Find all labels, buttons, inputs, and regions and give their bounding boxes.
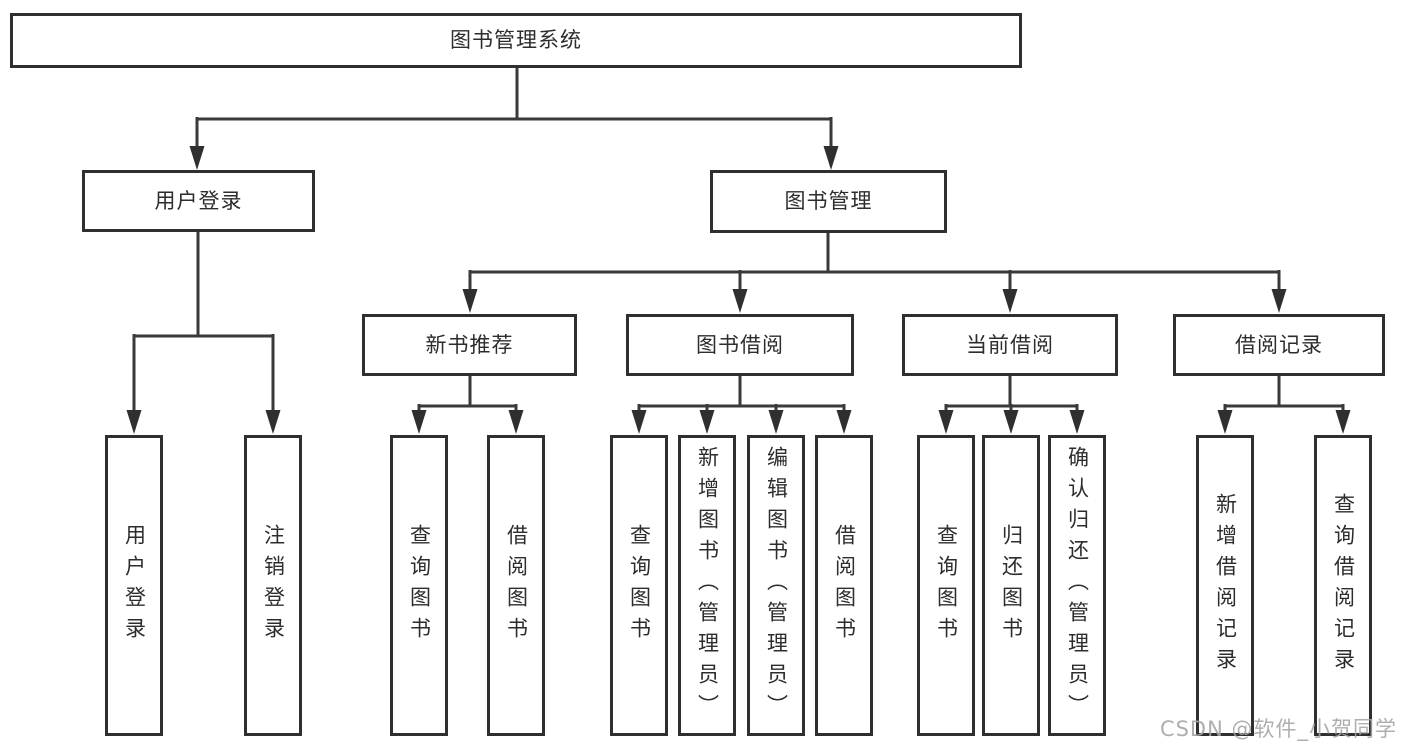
connector-book-borrow-to-leaves [631, 376, 852, 434]
connector-book-mgmt-to-level3 [462, 233, 1287, 313]
leaf-borrow-books-2: 借阅图书 [815, 435, 873, 736]
leaf-user-login: 用户登录 [105, 435, 163, 736]
leaf-return-books: 归还图书 [982, 435, 1040, 736]
connector-user-login-to-leaves [126, 232, 281, 434]
leaf-query-books-2: 查询图书 [610, 435, 668, 736]
leaf-confirm-return-admin: 确认归还（管理员） [1048, 435, 1106, 736]
connector-root-to-level2 [189, 68, 839, 170]
node-new-book-recommend: 新书推荐 [362, 314, 577, 376]
node-root-library-system: 图书管理系统 [10, 13, 1022, 68]
node-book-management-branch: 图书管理 [710, 170, 947, 233]
node-borrowing-records: 借阅记录 [1173, 314, 1385, 376]
leaf-query-books-3: 查询图书 [917, 435, 975, 736]
connector-new-books-to-leaves [411, 376, 524, 434]
leaf-add-borrow-record: 新增借阅记录 [1196, 435, 1254, 736]
node-current-borrowing: 当前借阅 [902, 314, 1118, 376]
leaf-query-borrow-record: 查询借阅记录 [1314, 435, 1372, 736]
leaf-edit-books-admin: 编辑图书（管理员） [747, 435, 805, 736]
leaf-query-books-1: 查询图书 [390, 435, 448, 736]
leaf-borrow-books-1: 借阅图书 [487, 435, 545, 736]
connector-current-borrow-to-leaves [938, 376, 1085, 434]
node-user-login-branch: 用户登录 [82, 170, 315, 232]
leaf-logout: 注销登录 [244, 435, 302, 736]
connector-borrow-records-to-leaves [1217, 376, 1351, 434]
node-book-borrowing: 图书借阅 [626, 314, 854, 376]
leaf-add-books-admin: 新增图书（管理员） [678, 435, 736, 736]
